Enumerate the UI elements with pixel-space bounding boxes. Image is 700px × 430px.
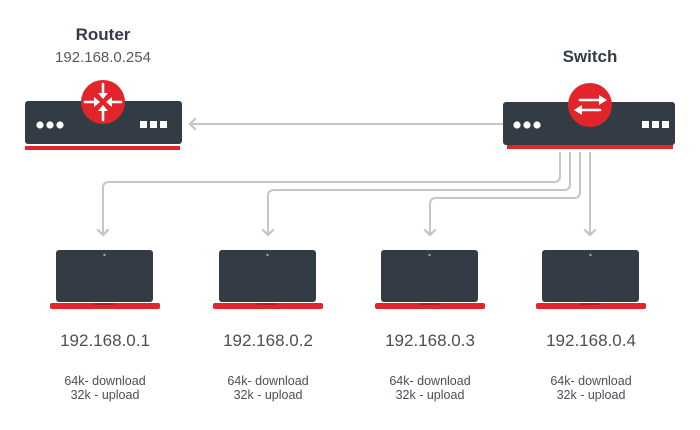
laptop-3: 192.168.0.3 64k- download 32k - upload (375, 250, 485, 402)
router-ip: 192.168.0.254 (55, 49, 151, 66)
laptop-download: 64k- download (389, 374, 470, 388)
laptop-camera-dot (428, 253, 431, 257)
switch-led-dots (513, 121, 541, 129)
laptop-camera-dot (589, 253, 592, 257)
laptop-base (536, 303, 646, 309)
laptop-base (375, 303, 485, 309)
laptop-camera-dot (266, 253, 269, 257)
router-led-dots (36, 121, 64, 129)
laptop-base-notch (580, 303, 600, 305)
switch-to-laptop-3-line (423, 152, 581, 237)
switch-arrows-icon (568, 83, 612, 127)
router-arrows-icon (81, 80, 125, 124)
laptop-base-notch (257, 303, 277, 305)
laptop-base-notch (94, 303, 114, 305)
laptop-screen (219, 250, 316, 302)
laptop-2: 192.168.0.2 64k- download 32k - upload (213, 250, 323, 402)
connections (96, 117, 597, 237)
laptop-base (213, 303, 323, 309)
laptop-base-notch (419, 303, 439, 305)
laptop-screen (381, 250, 478, 302)
laptop-download: 64k- download (550, 374, 631, 388)
laptop-4: 192.168.0.4 64k- download 32k - upload (536, 250, 646, 402)
laptop-screen (542, 250, 639, 302)
router-port-squares (140, 121, 167, 128)
laptop-download: 64k- download (227, 374, 308, 388)
router-device: Router 192.168.0.254 (25, 25, 182, 150)
laptop-camera-dot (103, 253, 106, 257)
laptop-ip: 192.168.0.1 (60, 331, 150, 350)
laptop-screen (56, 250, 153, 302)
switch-port-squares (642, 121, 669, 128)
laptop-upload: 32k - upload (234, 388, 303, 402)
laptop-upload: 32k - upload (71, 388, 140, 402)
laptop-upload: 32k - upload (557, 388, 626, 402)
laptop-ip: 192.168.0.3 (385, 331, 475, 350)
switch-to-laptop-2-line (261, 152, 571, 237)
laptop-1: 192.168.0.1 64k- download 32k - upload (50, 250, 160, 402)
laptop-download: 64k- download (64, 374, 145, 388)
laptop-upload: 32k - upload (396, 388, 465, 402)
router-title: Router (76, 25, 131, 44)
switch-device: Switch (503, 47, 675, 149)
laptop-base (50, 303, 160, 309)
switch-to-laptop-1-line (96, 152, 561, 237)
router-base (25, 146, 180, 150)
laptop-ip: 192.168.0.4 (546, 331, 636, 350)
switch-base (507, 145, 673, 149)
laptop-ip: 192.168.0.2 (223, 331, 313, 350)
switch-title: Switch (563, 47, 618, 66)
